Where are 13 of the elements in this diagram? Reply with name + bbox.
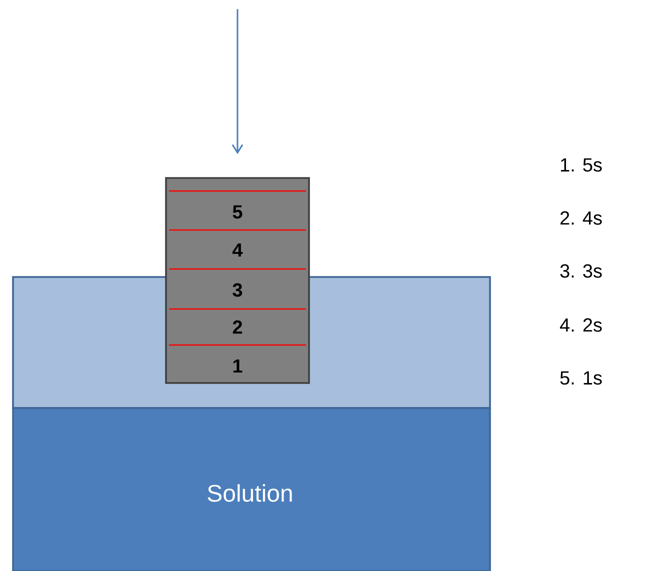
- layer-number: 3: [232, 283, 242, 297]
- arrow: [232, 9, 244, 154]
- sample-block: [165, 177, 310, 384]
- list-item: 3. 3s: [560, 264, 602, 278]
- list-item: 2. 4s: [560, 211, 602, 225]
- list-item: 1. 5s: [560, 158, 602, 172]
- layer-number: 1: [233, 359, 242, 373]
- list-item: 4. 2s: [560, 318, 602, 332]
- list-item: 5. 1s: [560, 371, 602, 385]
- layer-number: 2: [232, 320, 242, 334]
- solution-bath: Solution: [12, 407, 491, 571]
- layer-number: 4: [232, 243, 243, 257]
- layer-number: 5: [232, 205, 242, 219]
